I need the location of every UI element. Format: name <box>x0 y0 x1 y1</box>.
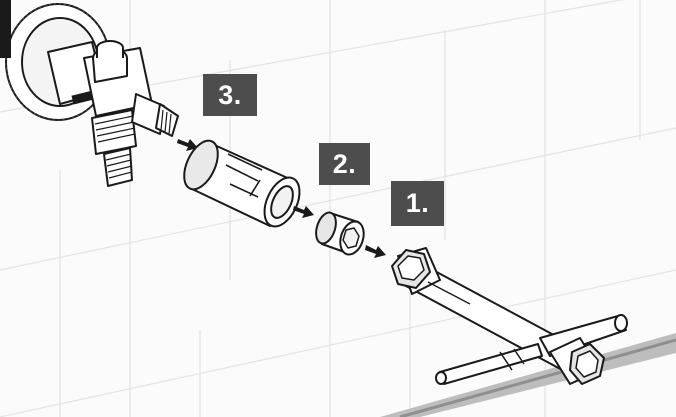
step-1-label: 1. <box>391 181 444 226</box>
small-black-arrow-icon <box>365 245 386 258</box>
nut-illustration <box>315 211 365 256</box>
angle-valve-illustration <box>5 3 179 187</box>
floor-pipe <box>380 333 676 417</box>
step-2-label: 2. <box>319 143 370 185</box>
t-handle-socket-wrench-illustration <box>391 247 628 385</box>
corner-tab <box>0 0 11 58</box>
slotted-sleeve-illustration <box>183 139 301 228</box>
step-3-label: 3. <box>203 74 257 116</box>
small-black-arrow-icon <box>177 139 198 151</box>
small-black-arrow-icon <box>293 206 314 218</box>
